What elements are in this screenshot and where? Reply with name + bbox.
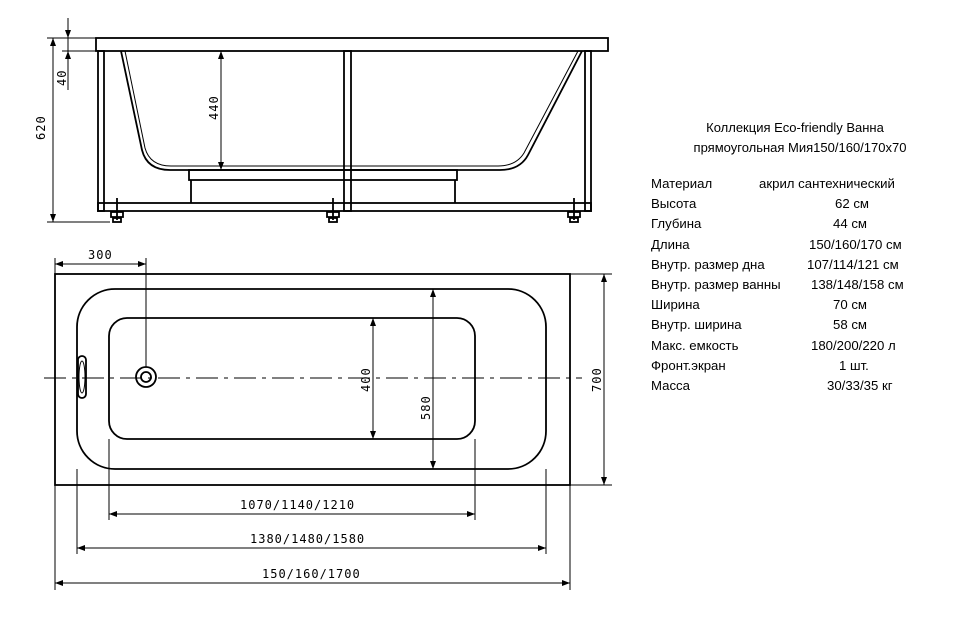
side-foot-center [326, 198, 340, 223]
side-rim [95, 37, 609, 52]
side-frame-base [97, 202, 592, 212]
spec-label: Масса [651, 377, 690, 393]
spec-label: Внутр. размер дна [651, 256, 765, 272]
side-foot-left [110, 198, 124, 223]
side-frame-left-leg [97, 50, 105, 212]
dim-bottom-width: 400 [359, 318, 376, 439]
side-tub-inner [124, 50, 579, 167]
spec-value: 58 см [833, 317, 867, 333]
title-line-2: прямоугольная Мия150/160/170х70 [693, 140, 907, 155]
side-frame-center-post [343, 50, 352, 212]
top-view: 300 400 580 700 [44, 248, 612, 590]
spec-label: Высота [651, 196, 697, 212]
dim-drain-offset: 300 [54, 248, 147, 367]
spec-row: Внутр. размер дна 107/114/121 см [651, 257, 951, 277]
dim-inner-length: 1380/1480/1580 [76, 469, 547, 554]
side-view: 620 40 440 [34, 18, 609, 223]
spec-row: Внутр. размер ванны 138/148/158 см [651, 277, 951, 297]
dim-700-label: 700 [590, 367, 604, 392]
drain-icon [135, 366, 157, 388]
dim-580-label: 580 [419, 395, 433, 420]
side-frame-right-leg [584, 50, 592, 212]
dim-1500-label: 150/160/1700 [262, 567, 361, 581]
top-outer-rim [54, 273, 571, 486]
spec-row: Высота 62 см [651, 196, 951, 216]
dim-total-height: 620 [34, 37, 110, 223]
overflow-icon [77, 355, 87, 399]
spec-value: 44 см [833, 216, 867, 232]
spec-value: акрил сантехнический [759, 176, 895, 191]
spec-label: Фронт.экран [651, 357, 726, 373]
dim-440-label: 440 [207, 95, 221, 120]
spec-label: Внутр. ширина [651, 317, 742, 333]
spec-value: 30/33/35 кг [827, 377, 893, 393]
dim-rim-height: 40 [55, 18, 96, 90]
spec-label: Глубина [651, 216, 702, 232]
dim-620-label: 620 [34, 115, 48, 140]
dim-1380-label: 1380/1480/1580 [250, 532, 365, 546]
spec-row: Внутр. ширина 58 см [651, 317, 951, 337]
spec-row: Материал акрил сантехнический [651, 176, 951, 196]
spec-row: Длина 150/160/170 см [651, 237, 951, 257]
dim-inner-depth: 440 [207, 51, 224, 170]
spec-value: 107/114/121 см [807, 256, 899, 272]
spec-label: Ширина [651, 297, 700, 313]
spec-value: 138/148/158 см [811, 276, 904, 292]
title-line-1: Коллекция Eco-friendly Ванна [706, 120, 884, 135]
dim-total-length: 150/160/1700 [54, 485, 571, 590]
spec-value: 150/160/170 см [809, 236, 902, 252]
spec-row: Ширина 70 см [651, 297, 951, 317]
spec-value: 62 см [835, 196, 869, 212]
spec-row: Глубина 44 см [651, 216, 951, 236]
dim-300-label: 300 [88, 248, 113, 262]
dim-bottom-length: 1070/1140/1210 [108, 439, 476, 520]
spec-row: Фронт.экран 1 шт. [651, 358, 951, 378]
spec-value: 1 шт. [839, 357, 869, 373]
spec-label: Материал [651, 176, 713, 191]
spec-label: Внутр. размер ванны [651, 276, 781, 292]
dim-1070-label: 1070/1140/1210 [240, 498, 355, 512]
side-foot-right [567, 198, 581, 223]
dim-inner-width: 580 [419, 289, 436, 469]
spec-value: 180/200/220 л [811, 337, 896, 353]
spec-value: 70 см [833, 297, 867, 313]
dim-40-label: 40 [55, 70, 69, 86]
top-inner-bowl [76, 288, 547, 470]
spec-row: Масса 30/33/35 кг [651, 378, 951, 398]
spec-label: Длина [651, 236, 690, 252]
dim-400-label: 400 [359, 367, 373, 392]
spec-row: Макс. емкость 180/200/220 л [651, 338, 951, 358]
side-frame-support [188, 169, 458, 181]
dim-total-width: 700 [570, 273, 612, 486]
spec-label: Макс. емкость [651, 337, 739, 353]
